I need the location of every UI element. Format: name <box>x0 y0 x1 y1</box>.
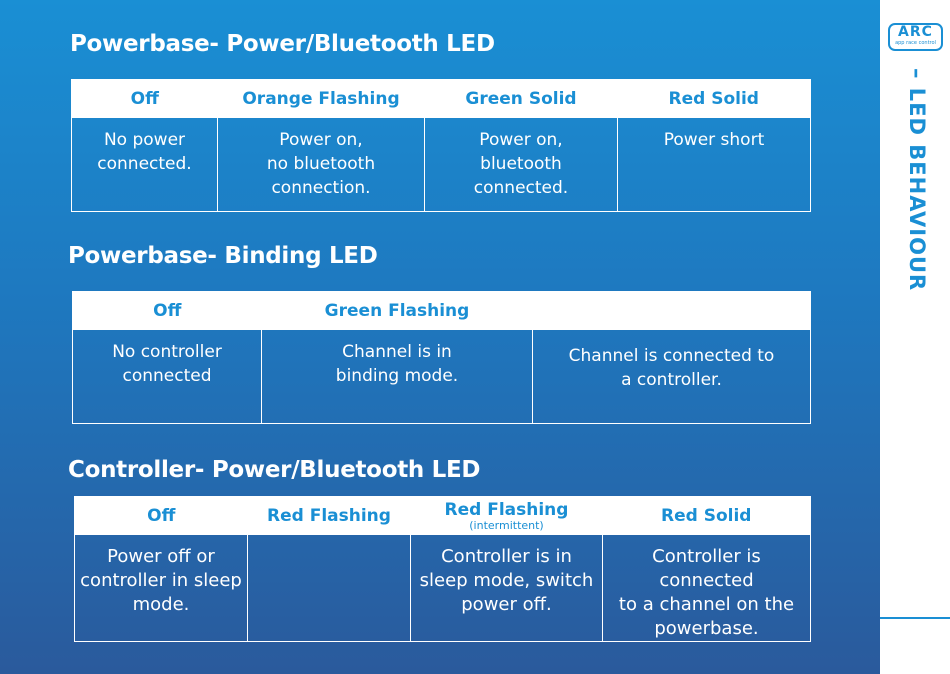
section-title-powerbase-binding: Powerbase- Binding LED <box>68 243 378 269</box>
header-red-flashing-label: Red Flashing <box>444 499 569 520</box>
header-intermittent-note: (intermittent) <box>469 518 544 532</box>
side-title: – LED BEHAVIOUR <box>905 68 929 292</box>
arc-logo: ARC app race control <box>888 23 943 51</box>
header-orange-flashing: Orange Flashing <box>217 79 425 118</box>
section-title-controller-power: Controller- Power/Bluetooth LED <box>68 457 481 483</box>
header-red-flashing: Red Flashing <box>247 496 411 535</box>
table-powerbase-power-led: Off Orange Flashing Green Solid Red Soli… <box>71 79 811 212</box>
logo-text: ARC <box>898 24 933 40</box>
header-off: Off <box>74 496 248 535</box>
section-title-powerbase-power: Powerbase- Power/Bluetooth LED <box>70 31 495 57</box>
logo-tagline: app race control <box>895 40 936 46</box>
cell-red-solid-description: Power short <box>617 117 811 212</box>
header-off: Off <box>72 291 262 330</box>
header-red-solid: Red Solid <box>617 79 811 118</box>
side-panel: ARC app race control <box>880 0 950 674</box>
main-panel: Powerbase- Power/Bluetooth LED Off Orang… <box>0 0 880 674</box>
header-green-flashing: Green Flashing <box>261 291 533 330</box>
header-green-solid: Green Solid <box>424 79 618 118</box>
table-controller-power-led: Off Red Flashing Red Flashing (intermitt… <box>74 496 811 642</box>
side-divider <box>880 617 950 619</box>
header-blank <box>532 291 811 330</box>
header-red-flashing-intermittent: Red Flashing (intermittent) <box>410 496 603 535</box>
header-red-solid: Red Solid <box>602 496 811 535</box>
header-off: Off <box>71 79 218 118</box>
cell-red-flashing-description <box>247 534 411 642</box>
